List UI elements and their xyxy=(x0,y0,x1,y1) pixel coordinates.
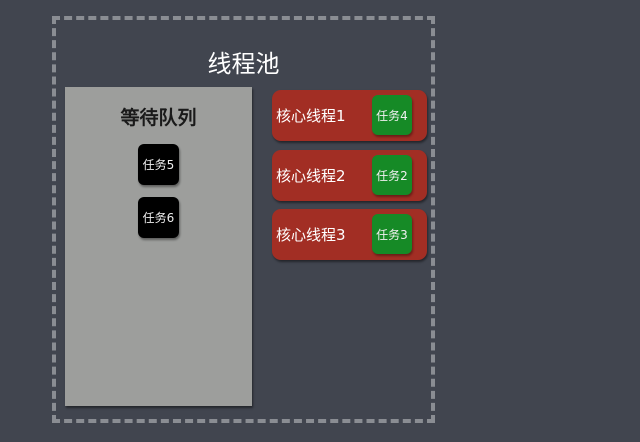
core-thread: 核心线程1 任务4 xyxy=(272,90,427,141)
thread-pool-container: 线程池 xyxy=(52,16,435,423)
waiting-task: 任务5 xyxy=(138,144,179,185)
core-thread-label: 核心线程2 xyxy=(276,167,346,185)
thread-pool-title: 线程池 xyxy=(207,50,280,78)
running-task: 任务2 xyxy=(372,155,412,195)
core-thread-label: 核心线程1 xyxy=(276,107,346,125)
core-thread-label: 核心线程3 xyxy=(276,226,346,244)
core-thread: 核心线程3 任务3 xyxy=(272,209,427,260)
waiting-queue: 等待队列 任务5 任务6 xyxy=(65,87,252,406)
waiting-queue-title: 等待队列 xyxy=(120,107,197,129)
waiting-task: 任务6 xyxy=(138,197,179,238)
running-task: 任务3 xyxy=(372,214,412,254)
running-task: 任务4 xyxy=(372,95,412,135)
core-thread: 核心线程2 任务2 xyxy=(272,150,427,201)
